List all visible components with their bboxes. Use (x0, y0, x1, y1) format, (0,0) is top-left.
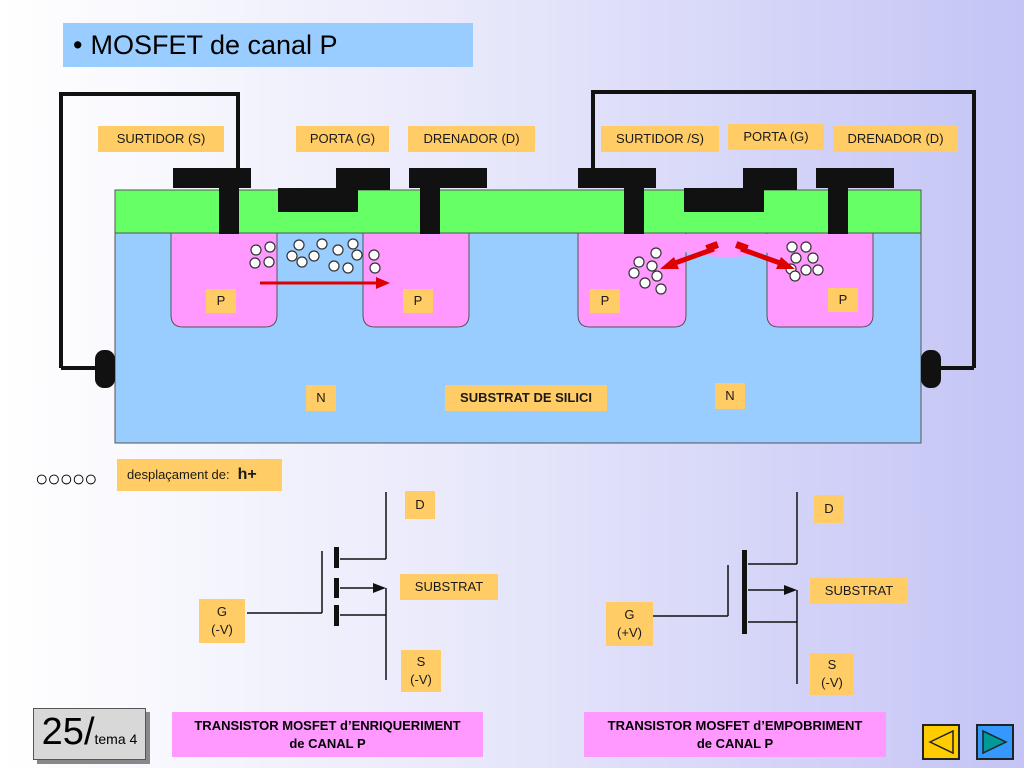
depletion-caption: TRANSISTOR MOSFET d’EMPOBRIMENT de CANAL… (584, 712, 886, 757)
previous-slide-button[interactable] (922, 724, 960, 760)
depletion-channel-bar (742, 550, 747, 634)
right-gate-label: PORTA (G) (728, 124, 824, 150)
title-text: MOSFET de canal P (90, 29, 338, 60)
left-drain-label: DRENADOR (D) (408, 126, 535, 152)
right-drain-label: DRENADOR (D) (833, 126, 958, 152)
page-number-box: 25/ tema 4 (33, 708, 146, 760)
enhancement-caption: TRANSISTOR MOSFET d’ENRIQUERIMENT de CAN… (172, 712, 483, 757)
dep-drain-label: D (814, 495, 844, 523)
oxide-layer (114, 189, 922, 234)
hole-flow-arrows (260, 241, 795, 289)
enh-gate-label: G (-V) (199, 599, 245, 643)
n-label-right: N (715, 383, 745, 409)
legend-box: desplaçament de: h+ (117, 459, 282, 491)
enhancement-caption-line1: TRANSISTOR MOSFET d’ENRIQUERIMENT (194, 717, 461, 733)
legend-text: desplaçament de: (127, 467, 230, 483)
p-label-4: P (828, 288, 858, 312)
substrate-label: SUBSTRAT DE SILICI (445, 385, 607, 411)
dep-source-label: S (-V) (810, 653, 854, 695)
next-slide-button[interactable] (976, 724, 1014, 760)
p-region-1 (170, 232, 278, 328)
left-source-label: SURTIDOR (S) (98, 126, 224, 152)
depletion-caption-line2: de CANAL P (696, 735, 774, 751)
legend-carrier: h+ (237, 466, 257, 484)
enh-drain-label: D (405, 491, 435, 519)
enhancement-channel-segments (334, 547, 339, 626)
substrate-contact-left (95, 350, 115, 388)
n-label-left: N (306, 385, 336, 411)
dep-substrat-label: SUBSTRAT (810, 578, 908, 604)
p-label-1: P (206, 289, 236, 313)
p-label-2: P (403, 289, 433, 313)
slide-title: • MOSFET de canal P (63, 23, 473, 67)
left-gate-label: PORTA (G) (296, 126, 389, 152)
right-metal-contacts (578, 168, 894, 234)
enh-substrat-label: SUBSTRAT (400, 574, 498, 600)
left-metal-contacts (173, 168, 487, 234)
triangle-left-icon (928, 729, 954, 755)
enhancement-caption-line2: de CANAL P (289, 735, 366, 751)
page-topic: tema 4 (94, 731, 138, 747)
legend-holes-icon: ○○○○○ (35, 466, 97, 491)
enh-source-label: S (-V) (401, 650, 441, 692)
p-region-2 (362, 232, 470, 328)
enhancement-arrow-icon (373, 583, 386, 593)
p-label-3: P (590, 289, 620, 313)
substrate-contact-right (921, 350, 941, 388)
depletion-caption-line1: TRANSISTOR MOSFET d’EMPOBRIMENT (607, 717, 863, 733)
title-bullet: • (73, 29, 83, 60)
holes-left (249, 238, 381, 274)
depletion-symbol (653, 492, 798, 684)
triangle-right-icon (982, 729, 1008, 755)
dep-gate-label: G (+V) (606, 602, 653, 646)
right-source-label: SURTIDOR /S) (601, 126, 719, 152)
page-number: 25/ (41, 711, 95, 753)
enhancement-symbol (247, 492, 387, 680)
depletion-arrow-icon (784, 585, 797, 595)
